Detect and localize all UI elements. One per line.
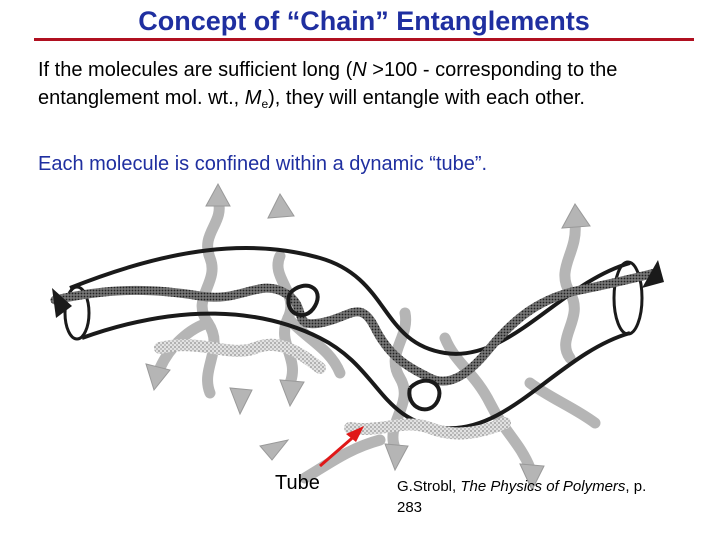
entangled-chain <box>50 260 664 412</box>
citation-book: The Physics of Polymers <box>460 478 626 495</box>
paragraph-text-3: ), they will entangle with each other. <box>268 87 585 109</box>
figure-citation: G.Strobl, The Physics of Polymers, p. 28… <box>397 476 657 518</box>
constraint-arrowheads <box>145 182 591 492</box>
citation-page: , p. 283 <box>397 478 647 516</box>
tube-model-figure <box>50 178 665 498</box>
symbol-m: M <box>244 87 262 109</box>
foreground-chains <box>154 338 511 440</box>
tube-label: Tube <box>275 472 320 494</box>
paragraph-entanglement-condition: If the molecules are sufficient long (N … <box>38 56 698 112</box>
paragraph-text-1: If the molecules are sufficient long ( <box>38 59 353 81</box>
tube-pointer-arrow <box>319 426 364 468</box>
tube-illustration <box>50 182 664 492</box>
symbol-n: N <box>352 59 367 81</box>
paragraph-tube-concept: Each molecule is confined within a dynam… <box>38 153 488 175</box>
title-underline <box>34 38 694 41</box>
slide-title: Concept of “Chain” Entanglements <box>138 6 590 36</box>
symbol-m-subscript: e <box>261 97 269 111</box>
tube <box>63 246 644 431</box>
citation-author: G.Strobl, <box>397 478 461 495</box>
paragraph-text-2: >100 - corresponding to the entanglement… <box>38 59 618 109</box>
